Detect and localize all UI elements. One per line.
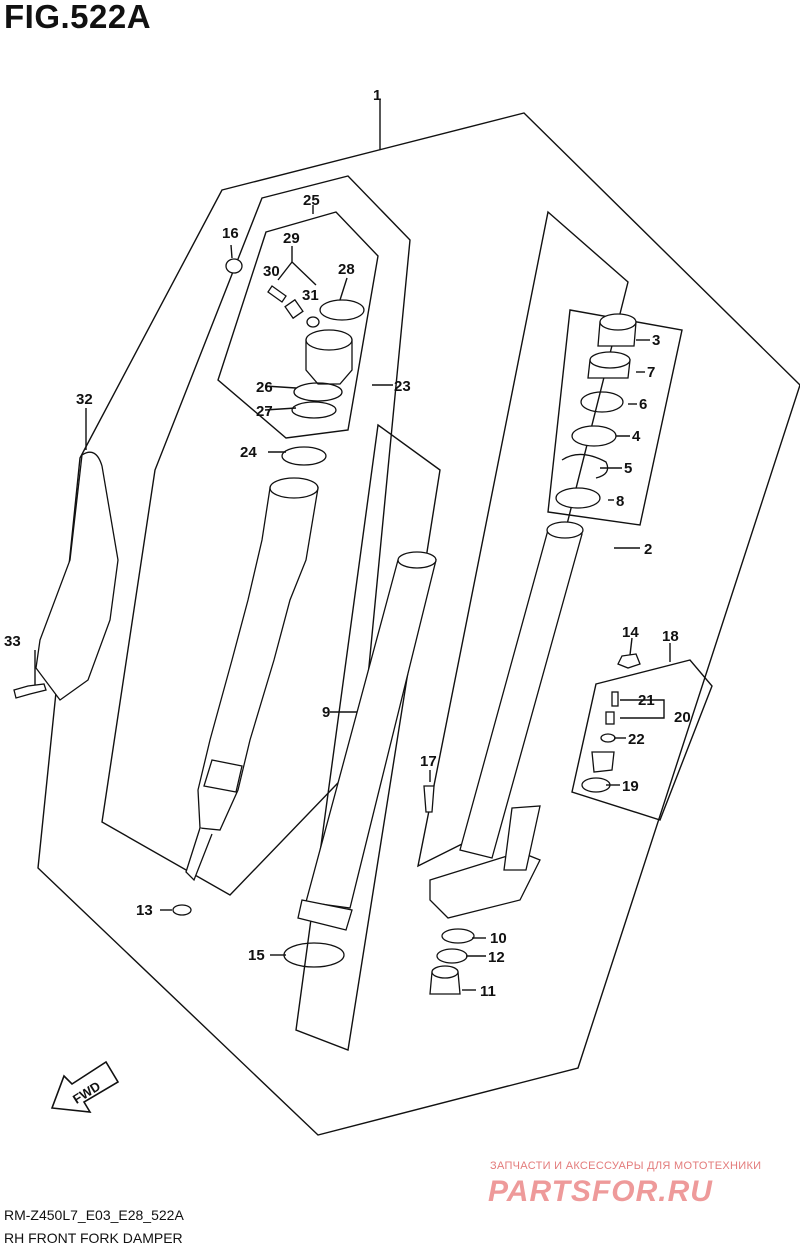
part-8-bushing — [555, 487, 601, 509]
part-adjuster-plug — [591, 751, 615, 773]
callout-10: 10 — [490, 930, 507, 947]
part-26-oring — [293, 382, 343, 402]
assembly-outline-25 — [217, 211, 379, 439]
part-16-cap — [225, 258, 243, 274]
callout-labels: 1 2 3 4 5 6 7 8 9 10 11 12 13 14 15 16 1… — [4, 87, 691, 1000]
callout-33: 33 — [4, 633, 21, 650]
callout-16: 16 — [222, 225, 239, 242]
part-31-oring — [306, 316, 320, 328]
callout-30: 30 — [263, 263, 280, 280]
part-14-nut — [617, 653, 641, 669]
part-29-nut — [284, 298, 304, 320]
callout-21: 21 — [638, 692, 655, 709]
part-24-ring — [281, 446, 327, 466]
part-15-ring — [283, 942, 345, 968]
assembly-outline-1 — [37, 112, 800, 1136]
callout-28: 28 — [338, 261, 355, 278]
assembly-outline-23 — [101, 175, 411, 896]
part-21-bleeder — [611, 691, 619, 707]
callout-13: 13 — [136, 902, 153, 919]
callout-14: 14 — [622, 624, 639, 641]
part-6-washer — [580, 391, 624, 413]
callout-1: 1 — [373, 87, 381, 104]
assembly-outline-9 — [295, 423, 441, 1051]
diagram-caption: RH FRONT FORK DAMPER — [4, 1230, 183, 1246]
callout-5: 5 — [624, 460, 632, 477]
part-27-oring — [291, 401, 337, 419]
part-10-oring — [441, 928, 475, 944]
callout-29: 29 — [283, 230, 300, 247]
callout-8: 8 — [616, 493, 624, 510]
part-17-bolt — [423, 785, 435, 813]
callout-4: 4 — [632, 428, 641, 445]
callout-27: 27 — [256, 403, 273, 420]
callout-32: 32 — [76, 391, 93, 408]
callout-25: 25 — [303, 192, 320, 209]
callout-7: 7 — [647, 364, 655, 381]
part-20-screw — [605, 711, 615, 725]
assembly-outline-18 — [571, 659, 713, 821]
part-9-inner-tube — [305, 559, 437, 909]
part-12-washer — [436, 948, 468, 964]
part-23-damper-cartridge — [197, 487, 319, 831]
assembly-outline-bushings — [547, 309, 683, 526]
callout-12: 12 — [488, 949, 505, 966]
part-30-valve — [267, 285, 287, 303]
callout-17: 17 — [420, 753, 437, 770]
callout-20: 20 — [674, 709, 691, 726]
callout-31: 31 — [302, 287, 319, 304]
callout-6: 6 — [639, 396, 647, 413]
callout-15: 15 — [248, 947, 265, 964]
part-4-bushing — [571, 425, 617, 447]
callout-24: 24 — [240, 444, 257, 461]
figure-title: FIG.522A — [4, 0, 152, 35]
part-5-clip — [561, 453, 609, 479]
part-13-ring — [172, 904, 192, 916]
part-22-oring — [600, 733, 616, 743]
part-33-bolt — [13, 683, 47, 699]
watermark-logo: PARTSFOR.RU — [488, 1175, 713, 1208]
callout-23: 23 — [394, 378, 411, 395]
model-code: RM-Z450L7_E03_E28_522A — [4, 1207, 184, 1223]
callout-19: 19 — [622, 778, 639, 795]
callout-2: 2 — [644, 541, 652, 558]
part-32-guard — [35, 451, 119, 701]
fwd-arrow-icon: FWD — [50, 1060, 120, 1113]
callout-18: 18 — [662, 628, 679, 645]
callout-22: 22 — [628, 731, 645, 748]
callout-26: 26 — [256, 379, 273, 396]
part-19-oring — [581, 777, 611, 793]
callout-9: 9 — [322, 704, 330, 721]
callout-11: 11 — [480, 983, 496, 1000]
watermark-tagline: ЗАПЧАСТИ И АКСЕССУАРЫ ДЛЯ МОТОТЕХНИКИ — [490, 1160, 762, 1172]
callout-3: 3 — [652, 332, 660, 349]
part-28-snapring — [319, 299, 365, 321]
